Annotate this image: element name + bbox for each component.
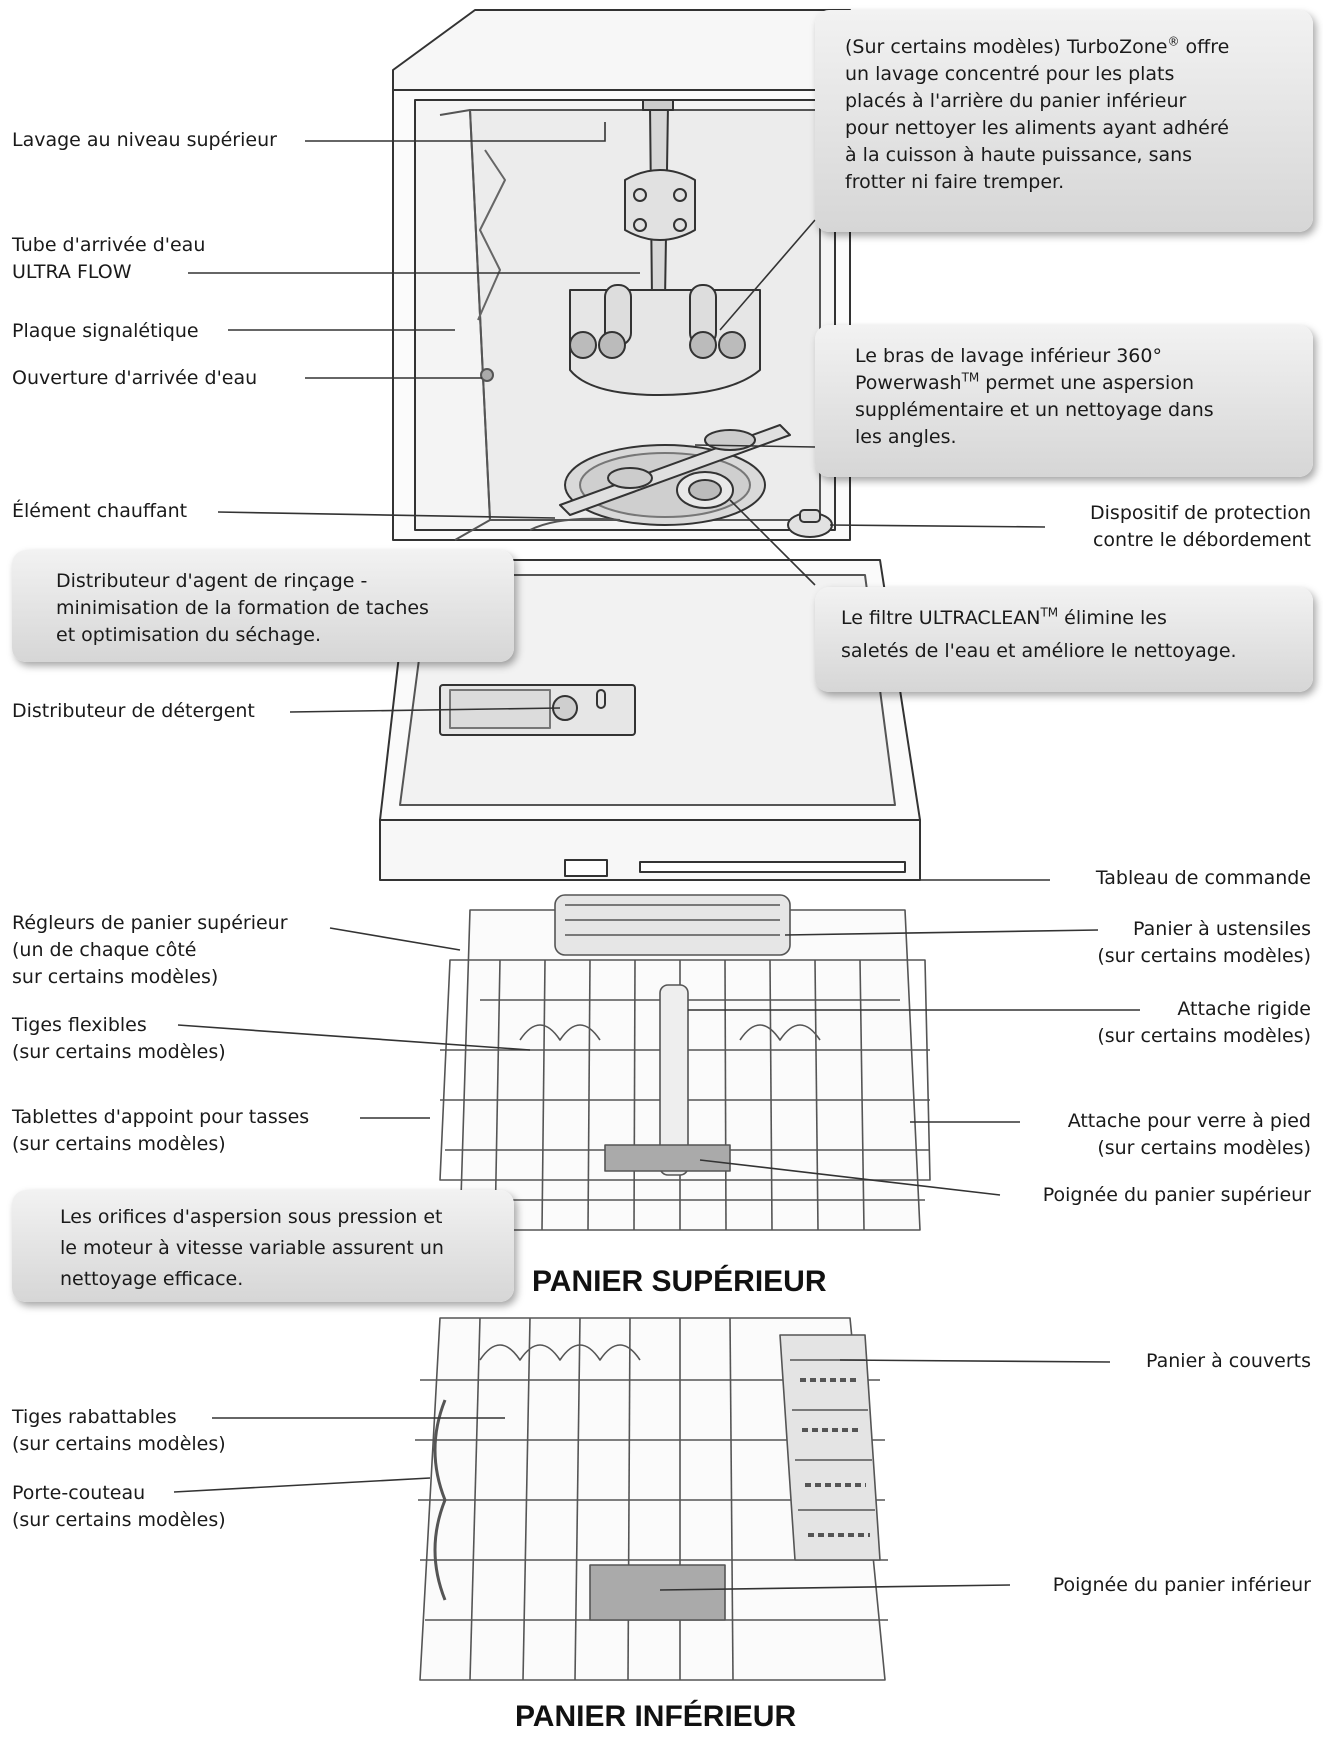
tub-top (392, 9, 851, 91)
upper-rack-handle (604, 1144, 731, 1172)
label-poignee-inferieur: Poignée du panier inférieur (1052, 1574, 1311, 1596)
label-lavage-superieur: Lavage au niveau supérieur (12, 129, 277, 151)
leader-filtre (729, 499, 816, 586)
lower-rack (415, 1317, 888, 1681)
label-panier-couverts: Panier à couverts (1146, 1350, 1311, 1372)
leader-detergent (289, 707, 561, 713)
title-panier-inferieur: PANIER INFÉRIEUR (515, 1700, 797, 1733)
leader-poignee-inf (659, 1584, 1011, 1591)
upper-rack (439, 894, 931, 1231)
label-tableau-commande: Tableau de commande (1095, 867, 1311, 889)
leader-lavage (305, 122, 606, 142)
leader-bras (694, 444, 816, 448)
label-plaque-signaletique: Plaque signalétique (12, 320, 199, 342)
leader-turbozone (719, 219, 816, 331)
leader-ustensiles (784, 929, 1099, 936)
label-dispositif-debordement: Dispositif de protection contre le débor… (1090, 502, 1311, 551)
label-attache-verre: Attache pour verre à pied (sur certains … (1067, 1110, 1311, 1159)
label-distributeur-detergent: Distributeur de détergent (12, 700, 255, 722)
label-attache-rigide: Attache rigide (sur certains modèles) (1097, 998, 1311, 1047)
label-tiges-rabattables: Tiges rabattables (sur certains modèles) (12, 1406, 226, 1455)
callout-bras-lavage: Le bras de lavage inférieur 360° Powerwa… (815, 325, 1313, 477)
leader-debordement (829, 524, 1046, 528)
label-tiges-flexibles: Tiges flexibles (sur certains modèles) (12, 1014, 226, 1063)
leader-tiges-flex (177, 1024, 531, 1051)
label-tablettes: Tablettes d'appoint pour tasses (sur cer… (12, 1106, 310, 1155)
label-poignee-superieur: Poignée du panier supérieur (1042, 1184, 1311, 1206)
callout-filtre: Le filtre ULTRACLEANTM élimine les salet… (815, 587, 1313, 692)
label-ouverture-arrivee: Ouverture d'arrivée d'eau (12, 367, 258, 389)
leader-poignee-sup (699, 1159, 1001, 1196)
leader-porte (173, 1477, 431, 1493)
lower-rack-handle (589, 1564, 726, 1621)
cutlery-basket (779, 1334, 881, 1561)
label-element-chauffant: Élément chauffant (12, 500, 188, 522)
leader-couverts (839, 1359, 1111, 1363)
leader-regleurs (329, 927, 461, 951)
callout-rincage: Distributeur d'agent de rinçage - minimi… (12, 550, 514, 662)
callout-turbozone: (Sur certains modèles) TurboZone® offre … (815, 10, 1313, 232)
callout-orifices: Les orifices d'aspersion sous pression e… (12, 1190, 514, 1302)
leader-element (217, 511, 556, 519)
title-panier-superieur: PANIER SUPÉRIEUR (532, 1265, 827, 1298)
label-tube-ultra-flow: Tube d'arrivée d'eau ULTRA FLOW (12, 234, 206, 283)
label-porte-couteau: Porte-couteau (sur certains modèles) (12, 1482, 226, 1531)
label-panier-ustensiles: Panier à ustensiles (sur certains modèle… (1097, 918, 1311, 967)
label-regleurs: Régleurs de panier supérieur (un de chaq… (12, 912, 288, 988)
